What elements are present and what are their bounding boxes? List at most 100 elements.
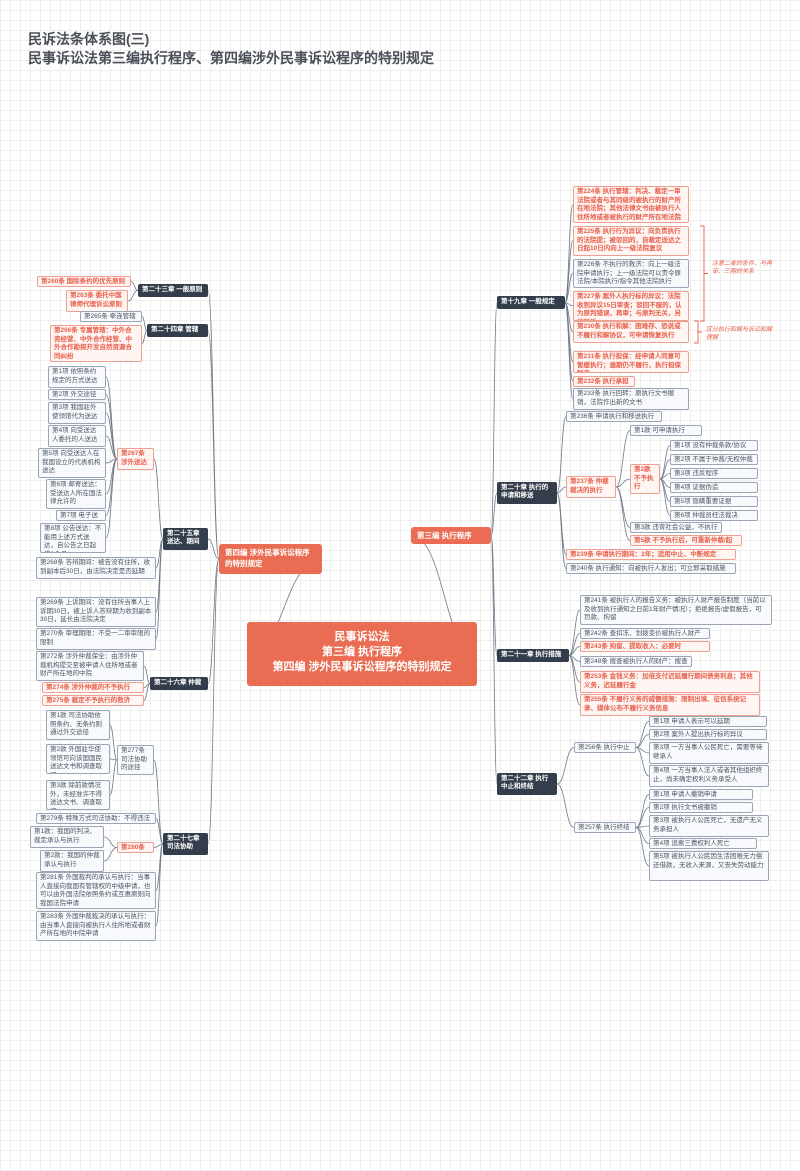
connector-part4-ch23 (207, 290, 220, 560)
connector-ch20-a237 (556, 486, 567, 494)
connector-ch23-a260 (130, 281, 139, 291)
connector-a257-end-item-0 (635, 794, 650, 828)
ch26-article-1: 第274条 涉外仲裁的不予执行 (42, 682, 144, 693)
clause5: 第5款 不予执行后，可重新仲裁/起诉 (630, 535, 742, 546)
arb-item-1: 第2项 不属于仲裁/无权仲裁 (670, 454, 758, 465)
connector-a237-clause2 (615, 478, 631, 488)
connector-ch21-ch21-article-1 (568, 633, 581, 656)
end-item-0: 第1项 申请人撤销申请 (649, 789, 753, 800)
root-node: 民事诉讼法第三编 执行程序第四编 涉外民事诉讼程序的特别规定 (247, 622, 477, 686)
serve-item-1: 第2项 外交途径 (48, 389, 106, 400)
connector-ch24-a266 (141, 330, 148, 344)
ch19-article-7: 第233条 执行回转：原执行文书撤销，法院作出新的文书 (573, 388, 689, 410)
connector-ch24-a265 (141, 316, 148, 331)
assist-item-1: 第2款 外国驻华使领馆可向该国国民送达文书和调查取证 (46, 744, 110, 774)
connector-part3-ch21 (490, 535, 498, 656)
connector-clause2-arb-item-1 (659, 459, 671, 480)
connector-a267-serve-item-1 (105, 394, 118, 460)
ch26: 第二十六章 仲裁 (150, 677, 208, 690)
a280: 第280条 (117, 842, 154, 853)
connector-a237-clause1 (615, 430, 631, 488)
connector-ch27-a279 (155, 818, 164, 845)
a283: 第283条 外国仲裁裁决的承认与执行：由当事人直接向被执行人住所地或者财产所在地… (36, 911, 156, 941)
serve-item-0: 第1项 依照条约规定的方式送达 (48, 366, 106, 388)
connector-ch20-a239 (556, 492, 567, 555)
root-line3: 第四编 涉外民事诉讼程序的特别规定 (272, 661, 452, 673)
recog-item-1: 第2款：我国的仲裁承认与执行 (40, 850, 104, 872)
connector-part3-ch19 (490, 302, 498, 536)
ch23: 第二十三章 一般原则 (138, 284, 208, 297)
connector-part4-ch24 (207, 330, 220, 560)
clause1: 第1款 可申请执行 (630, 425, 702, 436)
halt-item-1: 第2项 案外人提出执行标的异议 (649, 729, 767, 740)
note-conditions: 注意二者的条件、与再审、三期的关系 (712, 261, 773, 275)
recog-item-0: 第1款：我国的判决、裁定承认与执行 (30, 826, 104, 848)
assist-item-2: 第3款 除前款情况外，未经准许不得送达文书、调查取证 (46, 780, 110, 810)
ch21-article-0: 第241条 被执行人的报告义务：被执行人财产报告制度（当前以及收到执行通知之日前… (580, 595, 772, 625)
connector-part4-ch26 (207, 558, 220, 684)
connector-ch20-a236 (556, 416, 567, 494)
ch20: 第二十章 执行的申请和移送 (497, 482, 557, 504)
a256: 第256条 执行中止 (574, 742, 636, 753)
end-item-4: 第5项 被执行人公民因生活困难无力偿还借款，无收入来源，又丧失劳动能力 (649, 851, 769, 881)
a239: 第239条 申请执行期间：2年；适用中止、中断规定 (566, 549, 736, 560)
connector-ch26-ch26-article-0 (143, 665, 151, 684)
note2-bracket (694, 320, 702, 344)
ch26-article-2: 第275条 裁定不予执行的救济 (42, 695, 144, 706)
connector-part4-ch25 (207, 538, 220, 560)
connector-ch27-a277 (153, 759, 164, 845)
halt-item-3: 第4项 一方当事人法人或者其他组织终止，尚未确定权利义务承受人 (649, 765, 769, 787)
ch21: 第二十一章 执行措施 (497, 649, 569, 662)
connector-a256-halt-item-1 (635, 734, 650, 748)
connector-a237-clause3 (615, 486, 631, 528)
root-line1: 民事诉讼法 (334, 631, 390, 643)
connector-clause2-arb-item-5 (659, 478, 671, 516)
connector-part3-ch20 (490, 492, 498, 536)
arb-item-3: 第4项 证据伪造 (670, 482, 758, 493)
connector-ch27-a280 (153, 843, 164, 848)
ch19-article-1: 第225条 执行行为异议：向负责执行的法院提；被驳回的，自裁定送达之日起10日内… (573, 226, 689, 256)
connector-ch22-a256 (556, 747, 575, 785)
connector-part4-ch27 (207, 558, 220, 845)
connector-a267-serve-item-7 (105, 458, 118, 539)
a237: 第237条 仲裁裁决的执行 (566, 476, 616, 498)
serve-item-7: 第8项 公告送达：不能用上述方式送达，自公告之日起满3个月 (40, 523, 106, 553)
a260: 第260条 国际条约的优先原则 (37, 276, 131, 287)
connector-a237-clause5 (615, 486, 631, 541)
ch21-article-2: 第243条 拘留、提取收入：必要时 (580, 641, 710, 652)
connector-ch21-ch21-article-5 (568, 655, 581, 706)
serve-item-5: 第6项 邮寄送达：受送达人所在国法律允许的 (46, 479, 106, 509)
connector-ch19-ch19-article-1 (564, 240, 574, 303)
connector-a267-serve-item-3 (105, 435, 118, 460)
ch25-article-2: 第270条 审理期限：不受一二审审限的限制 (36, 628, 156, 650)
ch24: 第二十四章 管辖 (147, 324, 208, 337)
connector-a277-assist-item-0 (109, 724, 118, 761)
connector-a256-halt-item-0 (635, 721, 650, 748)
connector-ch19-ch19-article-7 (564, 302, 574, 400)
clause2: 第2款 不予执行 (630, 464, 660, 494)
arb-item-5: 第6项 仲裁员枉法裁决 (670, 510, 758, 521)
a267: 第267条 涉外送达 (117, 448, 154, 470)
page-subtitle: 民事诉讼法第三编执行程序、第四编涉外民事诉讼程序的特别规定 (28, 50, 434, 66)
ch21-article-4: 第253条 金钱义务：加倍支付迟延履行期间债务利息；其他义务，迟延履行金 (580, 671, 760, 693)
ch25: 第二十五章 送达、期间 (163, 528, 208, 550)
ch19-article-2: 第226条 不执行的救济：向上一级法院申请执行；上一级法院可以责令原法院/本院执… (573, 259, 689, 288)
connector-ch25-ch25-article-0 (155, 538, 164, 569)
part3: 第三编 执行程序 (411, 527, 491, 544)
part4: 第四编 涉外民事诉讼程序的特别规定 (219, 544, 322, 574)
a279: 第279条 特殊方式司法协助：不得违法 (36, 813, 156, 824)
a266: 第266条 专属管辖：中外合资经营、中外合作经营、中外合作勘探开发自然资源合同纠… (50, 325, 142, 362)
serve-item-6: 第7项 电子送达 (56, 510, 106, 521)
serve-item-2: 第3项 我国驻外使领馆代为送达 (48, 402, 106, 424)
a265: 第265条 牵连管辖 (80, 311, 142, 322)
page-title: 民诉法条体系图(三) (28, 31, 150, 47)
ch21-article-1: 第242条 查扣冻、划拨变价被执行人财产 (580, 628, 710, 639)
a263: 第263条 委托中国律师代理诉讼原则 (66, 290, 128, 312)
ch26-article-0: 第272条 涉外仲裁保全：由涉外仲裁机构提交至被申请人住所地或者财产所在地的中院 (36, 651, 144, 681)
ch19-article-3: 第227条 案外人执行标的异议：法院收到异议15日审查；驳回不服的，认为原判错误… (573, 291, 689, 321)
connector-ch20-a240 (556, 492, 567, 569)
end-item-1: 第2项 执行文书被撤销 (649, 802, 753, 813)
assist-item-0: 第1款 司法协助依照条约、无条约则通过外交途径 (46, 710, 110, 740)
connector-ch19-ch19-article-2 (564, 273, 574, 303)
